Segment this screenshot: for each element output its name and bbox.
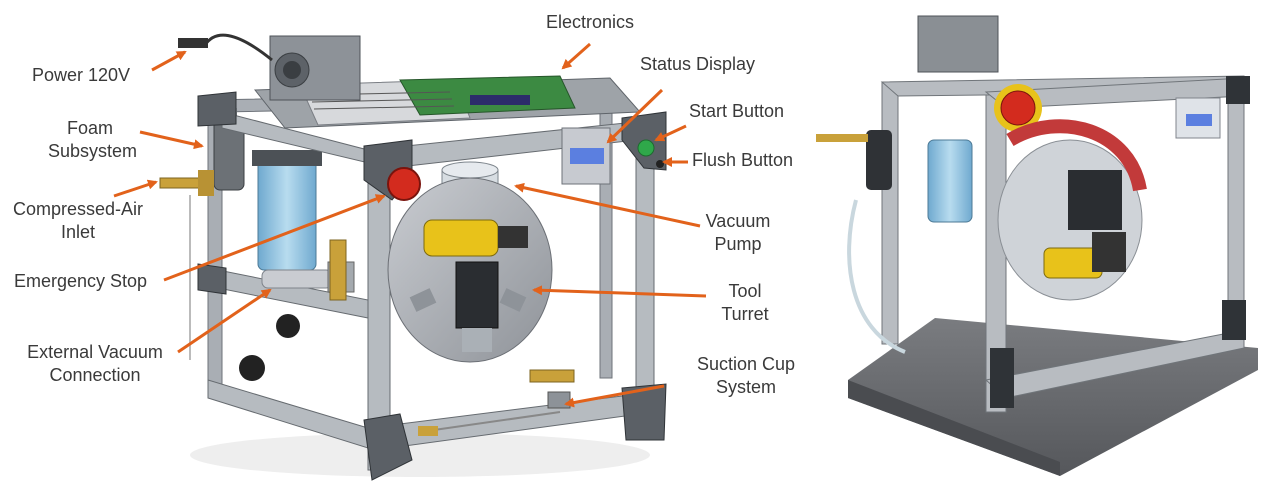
label-start-button: Start Button xyxy=(689,101,785,121)
label-suction-cup-system: Suction Cup System xyxy=(688,353,804,399)
arrow-power xyxy=(151,50,187,72)
arrow-estop xyxy=(163,194,386,282)
arrow-foam xyxy=(139,130,204,150)
arrow-electronics xyxy=(561,42,591,70)
label-ext-vacuum-line1: External Vacuum xyxy=(27,342,163,362)
prototype-photo xyxy=(816,15,1258,476)
label-foam-line1: Foam xyxy=(66,118,113,138)
label-flush-button: Flush Button xyxy=(692,150,794,170)
callout-arrows xyxy=(113,42,707,408)
air-inlet-fittings xyxy=(159,170,214,360)
label-external-vacuum: External Vacuum Connection xyxy=(12,341,178,387)
label-foam-line2: Subsystem xyxy=(48,141,138,161)
label-vacuum-pump-line2: Pump xyxy=(714,234,762,254)
label-status-display: Status Display xyxy=(640,54,756,74)
cad-render xyxy=(159,33,667,481)
label-tool-turret-line1: Tool xyxy=(728,281,762,301)
label-tool-turret: Tool Turret xyxy=(708,280,782,326)
label-suction-line1: Suction Cup xyxy=(696,354,796,374)
label-tool-turret-line2: Turret xyxy=(721,304,769,324)
arrow-air xyxy=(113,179,158,198)
label-emergency-stop: Emergency Stop xyxy=(14,271,148,291)
arrow-vacuum-pump xyxy=(514,182,701,228)
arrow-suction xyxy=(564,384,665,408)
status-display-panel xyxy=(561,127,611,185)
label-vacuum-pump: Vacuum Pump xyxy=(698,210,778,256)
arrow-ext-vacuum xyxy=(177,288,272,354)
power-supply xyxy=(178,33,361,101)
flush-button-knob xyxy=(656,160,664,168)
label-vacuum-pump-line1: Vacuum xyxy=(705,211,771,231)
label-power: Power 120V xyxy=(32,65,131,85)
tool-turret xyxy=(387,177,553,363)
emergency-stop-button xyxy=(387,167,421,201)
arrow-start xyxy=(654,124,687,142)
label-foam-subsystem: Foam Subsystem xyxy=(48,117,138,163)
label-ext-vacuum-line2: Connection xyxy=(49,365,141,385)
start-button-knob xyxy=(637,139,655,157)
label-air-line2: Inlet xyxy=(60,222,96,242)
arrow-status-display xyxy=(606,88,664,144)
label-electronics: Electronics xyxy=(546,12,635,32)
label-air-line1: Compressed-Air xyxy=(12,199,144,219)
label-suction-line2: System xyxy=(715,377,776,397)
arrow-tool-turret xyxy=(532,285,707,298)
label-compressed-air-inlet: Compressed-Air Inlet xyxy=(8,198,148,244)
